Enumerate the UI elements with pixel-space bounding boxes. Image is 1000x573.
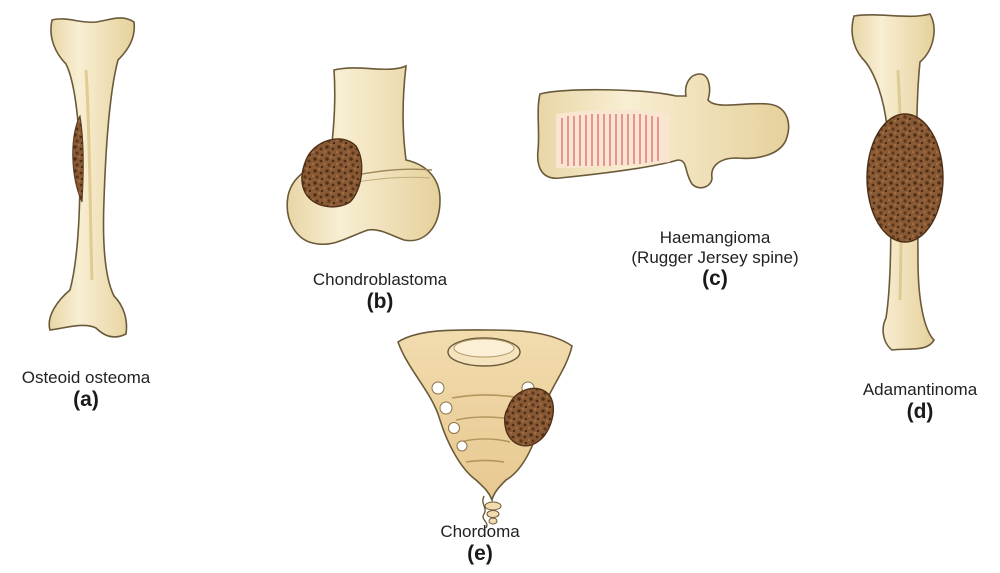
caption-adamantinoma: Adamantinoma (d) [840, 380, 1000, 424]
panel-c-name: Haemangioma [600, 228, 830, 248]
caption-haemangioma: Haemangioma (Rugger Jersey spine) (c) [600, 228, 830, 291]
panel-e-letter: (e) [400, 542, 560, 566]
panel-a-letter: (a) [0, 388, 172, 412]
caption-chordoma: Chordoma (e) [400, 522, 560, 566]
caption-osteoid-osteoma: Osteoid osteoma (a) [0, 368, 172, 412]
osteoid-osteoma-bone [49, 18, 134, 337]
panel-c-name-line2: (Rugger Jersey spine) [600, 248, 830, 268]
panel-c-letter: (c) [600, 267, 830, 291]
osteoid-osteoma-lesion [73, 116, 84, 202]
panel-b-letter: (b) [280, 290, 480, 314]
chondroblastoma-bone [287, 66, 440, 244]
panel-e-name: Chordoma [400, 522, 560, 542]
panel-a-name: Osteoid osteoma [0, 368, 172, 388]
haemangioma-vertebra [538, 74, 789, 188]
panel-d-name: Adamantinoma [840, 380, 1000, 400]
caption-chondroblastoma: Chondroblastoma (b) [280, 270, 480, 314]
chondroblastoma-lesion [302, 139, 362, 207]
panel-d-letter: (d) [840, 400, 1000, 424]
adamantinoma-lesion [867, 114, 943, 242]
panel-b-name: Chondroblastoma [280, 270, 480, 290]
chordoma-sacrum [398, 330, 572, 528]
adamantinoma-bone [852, 14, 943, 350]
